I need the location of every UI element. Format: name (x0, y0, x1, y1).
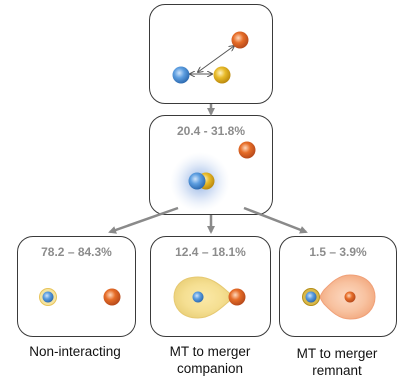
mt-merger-companion-stars (173, 276, 246, 319)
caption-line-1: MT to merger (296, 346, 378, 361)
caption-non-interacting: Non-interacting (5, 343, 145, 360)
initial-triple-stars (172, 31, 249, 84)
caption-non-interacting-text: Non-interacting (29, 344, 121, 359)
outcome-panel-non-interacting: 78.2 – 84.3% (17, 236, 136, 337)
outcome-fraction-mt-merger-companion: 12.4 – 18.1% (175, 245, 246, 259)
caption-line-2: companion (176, 361, 244, 376)
mt-merger-remnant-stars (302, 274, 376, 320)
tertiary-orange-star (238, 141, 256, 159)
remnant-core (42, 291, 54, 303)
outcome-fraction-non-interacting: 78.2 – 84.3% (41, 245, 112, 259)
blue-star (172, 66, 190, 84)
caption-line-2: remnant (312, 363, 362, 378)
outcome-fraction-mt-merger-remnant: 1.5 – 3.9% (309, 245, 367, 259)
non-interacting-stars (39, 288, 121, 306)
orange-star (231, 31, 249, 49)
accreting-core (192, 291, 204, 303)
caption-mt-merger-remnant: MT to merger remnant (273, 345, 401, 379)
merger-fraction: 20.4 - 31.8% (176, 124, 246, 138)
caption-mt-merger-companion: MT to merger companion (145, 343, 275, 377)
merging-blue-star (188, 172, 206, 190)
donor-orange-star (228, 288, 246, 306)
merger-stars (170, 141, 256, 212)
arrow-to-non-interacting (108, 206, 179, 234)
caption-line-1: MT to merger (169, 344, 251, 359)
companion-star (103, 288, 121, 306)
merger-remnant-core (305, 291, 317, 303)
orange-core (344, 291, 356, 303)
arrow-to-mt-merger-remnant (243, 206, 308, 234)
outer-orbit-arrow (198, 46, 234, 72)
yellow-star (213, 66, 231, 84)
